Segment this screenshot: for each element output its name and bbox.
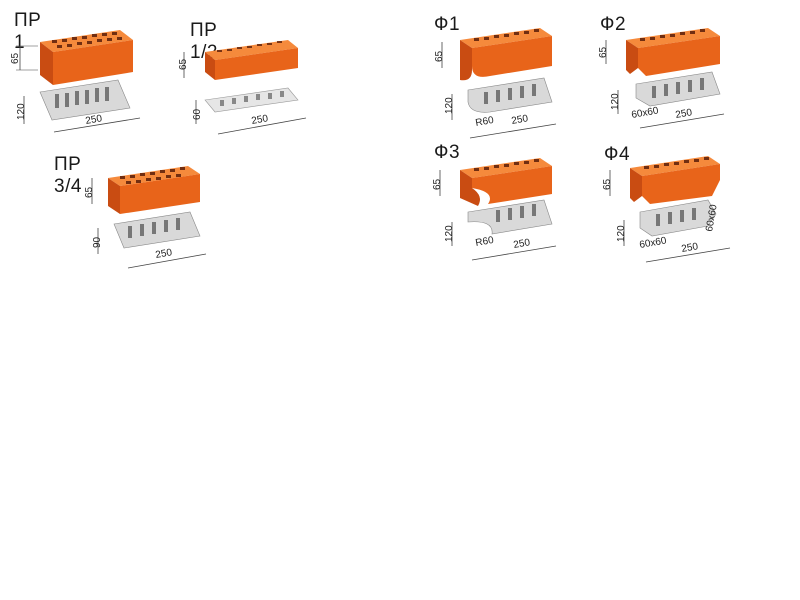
chamfer-label: 60x60 <box>639 235 668 251</box>
radius-label: R60 <box>475 115 495 129</box>
width-label: 120 <box>616 225 627 242</box>
width-label: 60 <box>192 108 203 120</box>
brick-title: Ф2 <box>600 14 627 35</box>
brick-title: Ф1 <box>434 14 461 35</box>
length-label: 250 <box>85 113 104 127</box>
brick-title: ПР 1 <box>14 10 42 53</box>
height-label: 65 <box>84 186 95 198</box>
height-label: 65 <box>598 46 609 58</box>
length-label: 250 <box>681 241 700 255</box>
brick-title: Ф3 <box>434 142 461 163</box>
width-label: 120 <box>444 225 455 242</box>
height-label: 65 <box>432 178 443 190</box>
height-label: 65 <box>178 58 189 70</box>
length-label: 250 <box>511 113 530 127</box>
height-label: 65 <box>10 52 21 64</box>
length-label: 250 <box>155 247 174 261</box>
length-label: 250 <box>675 107 694 121</box>
length-label: 250 <box>251 113 270 127</box>
width-label: 120 <box>16 103 27 120</box>
width-label: 90 <box>92 236 103 248</box>
height-label: 65 <box>434 50 445 62</box>
brick-title: ПР 3/4 <box>54 154 82 197</box>
brick-pr1-drawing: 65 120 250 <box>10 30 141 133</box>
chamfer-label: 60x60 <box>631 105 660 121</box>
width-label: 120 <box>610 93 621 110</box>
brick-title: Ф4 <box>604 144 631 165</box>
chamfer-label-2: 60x60 <box>704 203 720 232</box>
height-label: 65 <box>602 178 613 190</box>
width-label: 120 <box>444 97 455 114</box>
length-label: 250 <box>513 237 532 251</box>
radius-label: R60 <box>475 235 495 249</box>
